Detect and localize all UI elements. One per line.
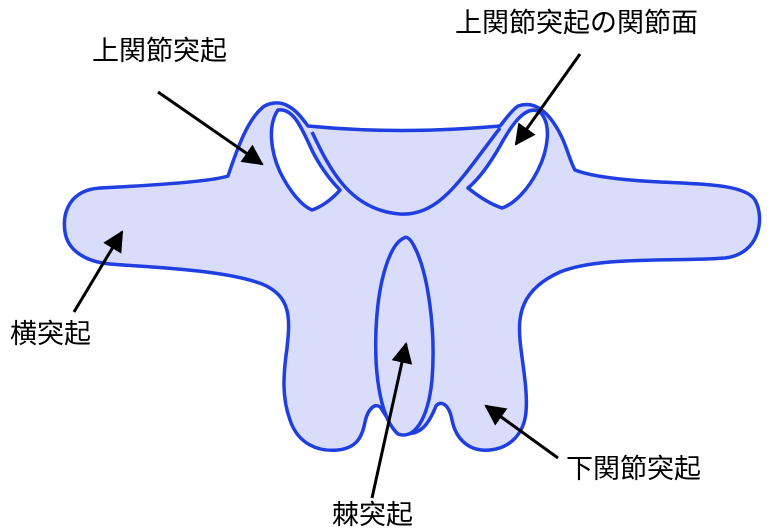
- label-transverse-process: 横突起: [10, 321, 91, 348]
- label-superior-articular-process: 上関節突起: [92, 38, 227, 65]
- label-spinous-process: 棘突起: [332, 502, 413, 529]
- label-inferior-articular-process: 下関節突起: [566, 456, 701, 483]
- label-superior-articular-facet: 上関節突起の関節面: [455, 10, 698, 37]
